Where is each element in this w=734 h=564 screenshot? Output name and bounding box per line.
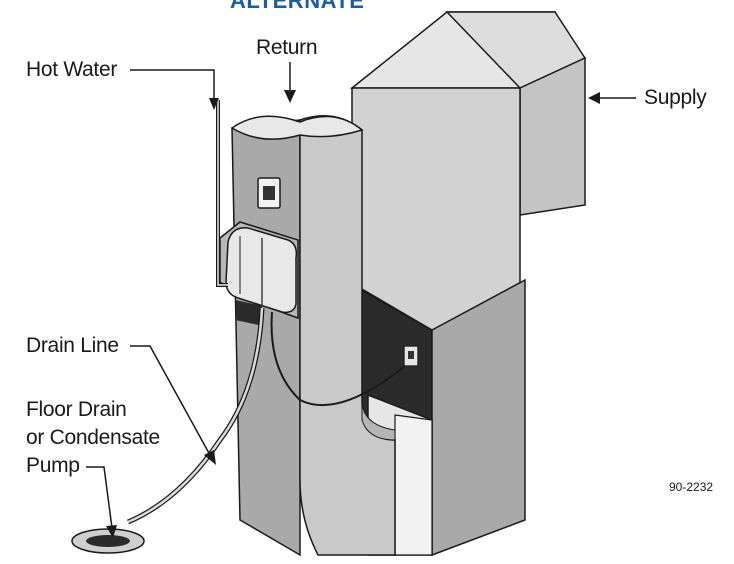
hot-water-leader: [130, 69, 215, 100]
humidistat-knob: [263, 186, 275, 200]
return-duct-elbow: [361, 399, 396, 441]
drain-line-arrowhead: [204, 450, 216, 465]
label-floor-drain-1: Floor Drain: [26, 398, 127, 421]
leader-arrowheads: [106, 90, 600, 538]
drain-line-leader: [130, 345, 211, 456]
sensor-box: [403, 345, 419, 367]
leader-lines: [86, 62, 636, 529]
supply-duct-front: [351, 87, 521, 331]
furnace-cabinet-side: [394, 414, 433, 556]
supply-duct: [349, 11, 587, 331]
humidifier-display: [236, 300, 262, 326]
control-wire: [270, 311, 411, 407]
humidifier-front: [225, 227, 298, 314]
return-arrowhead: [284, 90, 296, 103]
drain-hose-inner: [127, 307, 264, 524]
supply-arrowhead: [588, 92, 600, 104]
floor-drain-arrowhead: [106, 525, 117, 538]
hot-water-arrowhead: [209, 98, 219, 110]
hot-water-pipe-inner: [217, 100, 228, 286]
plenum-seam: [351, 284, 433, 331]
label-drain-line: Drain Line: [26, 334, 119, 357]
floor-drain-leader: [86, 466, 113, 529]
floor-drain: [71, 528, 145, 554]
sensor-window: [408, 351, 414, 359]
figure-code: 90-2232: [669, 480, 714, 494]
label-floor-drain-2: or Condensate: [26, 426, 160, 449]
diagram-heading: ALTERNATE: [230, 0, 365, 13]
label-hot-water: Hot Water: [26, 58, 118, 81]
label-floor-drain-3: Pump: [26, 454, 80, 477]
humidistat: [257, 177, 281, 209]
label-supply: Supply: [644, 86, 707, 109]
floor-drain-hole: [86, 535, 130, 547]
humidifier-unit: [219, 221, 299, 326]
return-duct-open-top: [230, 115, 364, 140]
label-return: Return: [256, 36, 318, 59]
